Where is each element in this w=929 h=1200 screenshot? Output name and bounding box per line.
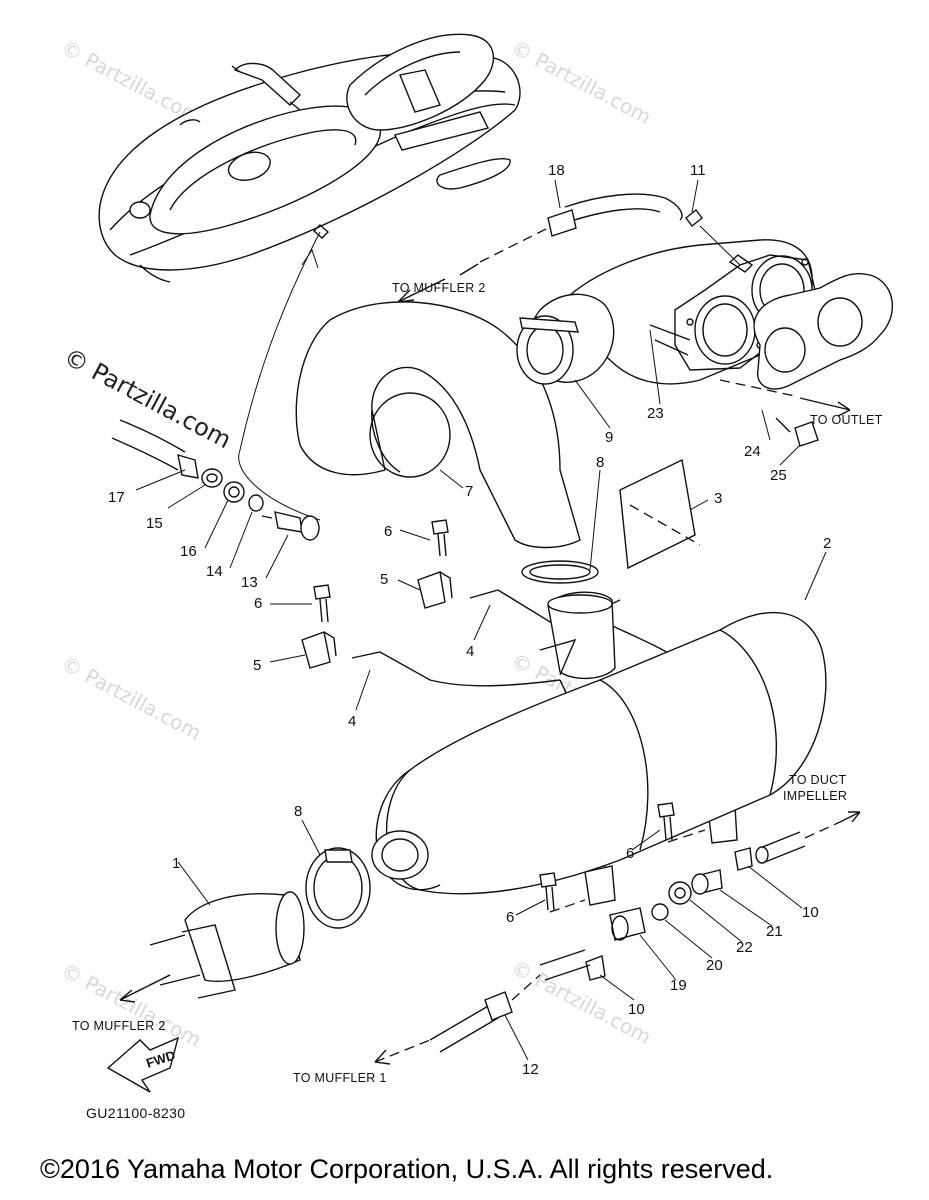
part-label-6-left: 6 bbox=[254, 595, 262, 612]
bracket-part-5-lower bbox=[301, 631, 337, 669]
caption-to-muffler2-top: TO MUFFLER 2 bbox=[392, 281, 486, 295]
hose-to-impeller bbox=[755, 811, 861, 864]
fitting-group-19-22 bbox=[585, 847, 753, 981]
part-label-16: 16 bbox=[180, 543, 197, 560]
hose-part-18 bbox=[459, 193, 741, 276]
part-label-6-lower-left: 6 bbox=[506, 909, 514, 926]
part-label-6-upper: 6 bbox=[384, 523, 392, 540]
insulation-sheet-part-3 bbox=[619, 458, 701, 570]
clamp-part-8-lower bbox=[305, 847, 371, 929]
part-label-20: 20 bbox=[706, 957, 723, 974]
part-label-10-right: 10 bbox=[802, 904, 819, 921]
bolt-part-6-upper bbox=[431, 519, 449, 557]
part-label-18: 18 bbox=[548, 162, 565, 179]
part-label-10-lower: 10 bbox=[628, 1001, 645, 1018]
bolt-part-6-lower-right bbox=[657, 802, 706, 843]
part-label-2: 2 bbox=[823, 535, 831, 552]
part-label-1: 1 bbox=[172, 855, 180, 872]
part-label-4-lower: 4 bbox=[348, 713, 356, 730]
part-label-17: 17 bbox=[108, 489, 125, 506]
bracket-part-5-upper bbox=[417, 571, 453, 609]
part-label-6-lower-right: 6 bbox=[626, 845, 634, 862]
part-label-12: 12 bbox=[522, 1061, 539, 1078]
watermark-text: © Partzilla.com bbox=[508, 35, 656, 129]
leader-lines bbox=[135, 179, 827, 1061]
caption-to-outlet: TO OUTLET bbox=[810, 413, 883, 427]
copyright-notice: ©2016 Yamaha Motor Corporation, U.S.A. A… bbox=[40, 1154, 773, 1184]
part-label-15: 15 bbox=[146, 515, 163, 532]
part-label-7: 7 bbox=[465, 483, 473, 500]
hose-fitting-group-13-17 bbox=[111, 419, 320, 541]
part-label-21: 21 bbox=[766, 923, 783, 940]
part-label-11: 11 bbox=[690, 162, 706, 179]
part-label-19: 19 bbox=[670, 977, 687, 994]
muffler-part-2 bbox=[371, 591, 827, 895]
part-label-13: 13 bbox=[241, 574, 258, 591]
hose-part-12 bbox=[374, 949, 591, 1065]
caption-to-muffler2-bottom: TO MUFFLER 2 bbox=[72, 1019, 166, 1033]
exhaust-pipe-part-7 bbox=[295, 301, 581, 549]
part-label-8-upper: 8 bbox=[596, 454, 604, 471]
caption-to-muffler1: TO MUFFLER 1 bbox=[293, 1071, 387, 1085]
arrow-to-muffler2-bottom bbox=[119, 974, 171, 1001]
part-label-24: 24 bbox=[744, 443, 761, 460]
gasket-part-24 bbox=[753, 273, 894, 390]
bolt-part-6-left bbox=[313, 584, 331, 623]
clamp-part-8-upper bbox=[521, 560, 599, 584]
part-label-14: 14 bbox=[206, 563, 223, 580]
fwd-arrow: FWD bbox=[106, 1036, 180, 1093]
watermark-text: © Partzilla.com bbox=[58, 651, 206, 745]
caption-to-duct: TO DUCT bbox=[789, 773, 846, 787]
captions: TO MUFFLER 2 TO OUTLET TO DUCT IMPELLER … bbox=[40, 281, 883, 1184]
leader-watercraft bbox=[238, 231, 321, 521]
part-label-9: 9 bbox=[605, 429, 613, 446]
watercraft-illustration bbox=[98, 33, 521, 283]
part-label-22: 22 bbox=[736, 939, 753, 956]
part-label-5-upper: 5 bbox=[380, 571, 388, 588]
caption-impeller: IMPELLER bbox=[783, 789, 847, 803]
bolt-part-6-lower-left bbox=[539, 872, 586, 913]
pipe-part-1 bbox=[119, 891, 305, 1001]
watermark-text: © Partzilla.com bbox=[58, 958, 206, 1052]
diagram-code: GU21100-8230 bbox=[86, 1105, 186, 1121]
part-label-25: 25 bbox=[770, 467, 787, 484]
watermark-text-large: © Partzilla.com bbox=[59, 343, 236, 455]
part-label-8-lower: 8 bbox=[294, 803, 302, 820]
part-label-5-lower: 5 bbox=[253, 657, 261, 674]
part-label-4-upper: 4 bbox=[466, 643, 474, 660]
part-labels: 18 11 9 23 24 25 7 8 3 2 17 15 16 14 13 … bbox=[108, 162, 831, 1078]
part-label-3: 3 bbox=[714, 490, 722, 507]
part-label-23: 23 bbox=[647, 405, 664, 422]
bolt-part-25 bbox=[775, 417, 819, 447]
